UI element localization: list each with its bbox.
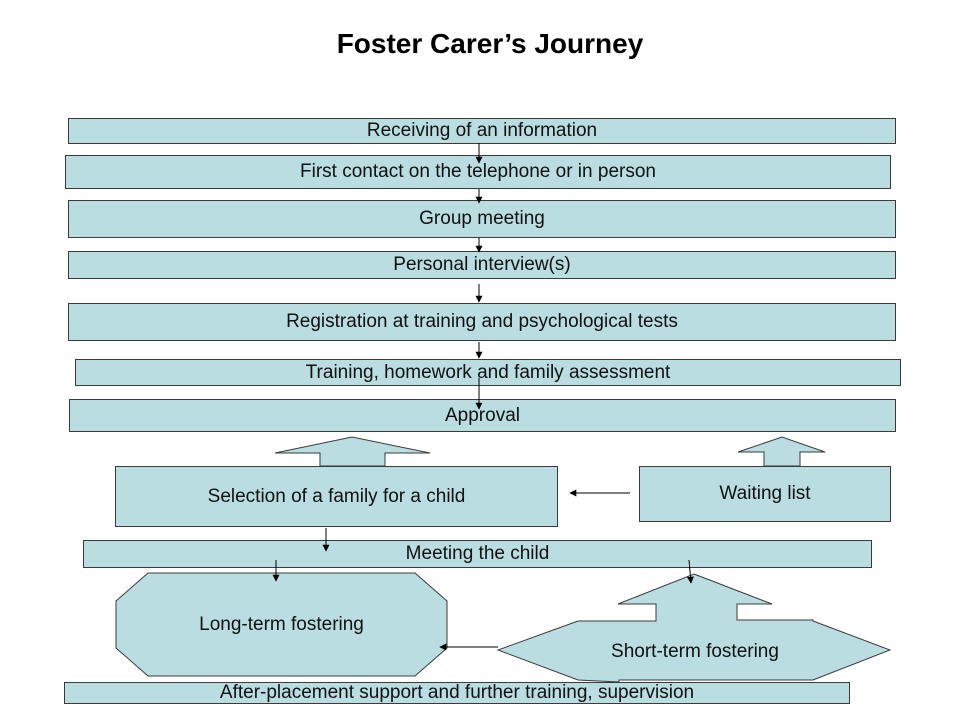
page-title: Foster Carer’s Journey bbox=[336, 28, 644, 59]
step-selection-of-family: Selection of a family for a child bbox=[115, 466, 558, 527]
step-registration: Registration at training and psychologic… bbox=[68, 303, 896, 341]
long-term-fostering-label: Long-term fostering bbox=[199, 614, 364, 635]
short-term-arrow-shape bbox=[496, 573, 892, 683]
step-waiting-list: Waiting list bbox=[639, 466, 891, 522]
step-after-placement-support: After-placement support and further trai… bbox=[64, 682, 850, 704]
step-approval: Approval bbox=[69, 399, 896, 432]
step-personal-interview: Personal interview(s) bbox=[68, 251, 896, 279]
up-arrow-selection bbox=[274, 436, 431, 467]
step-meeting-child: Meeting the child bbox=[83, 540, 872, 568]
up-arrow-waiting-list bbox=[737, 436, 826, 467]
long-term-octagon bbox=[115, 572, 448, 677]
arrow-meeting-to-short-term bbox=[686, 559, 694, 584]
step-training-assessment: Training, homework and family assessment bbox=[75, 359, 901, 386]
step-receiving-information: Receiving of an information bbox=[68, 118, 896, 144]
short-term-fostering-label: Short-term fostering bbox=[611, 641, 779, 662]
